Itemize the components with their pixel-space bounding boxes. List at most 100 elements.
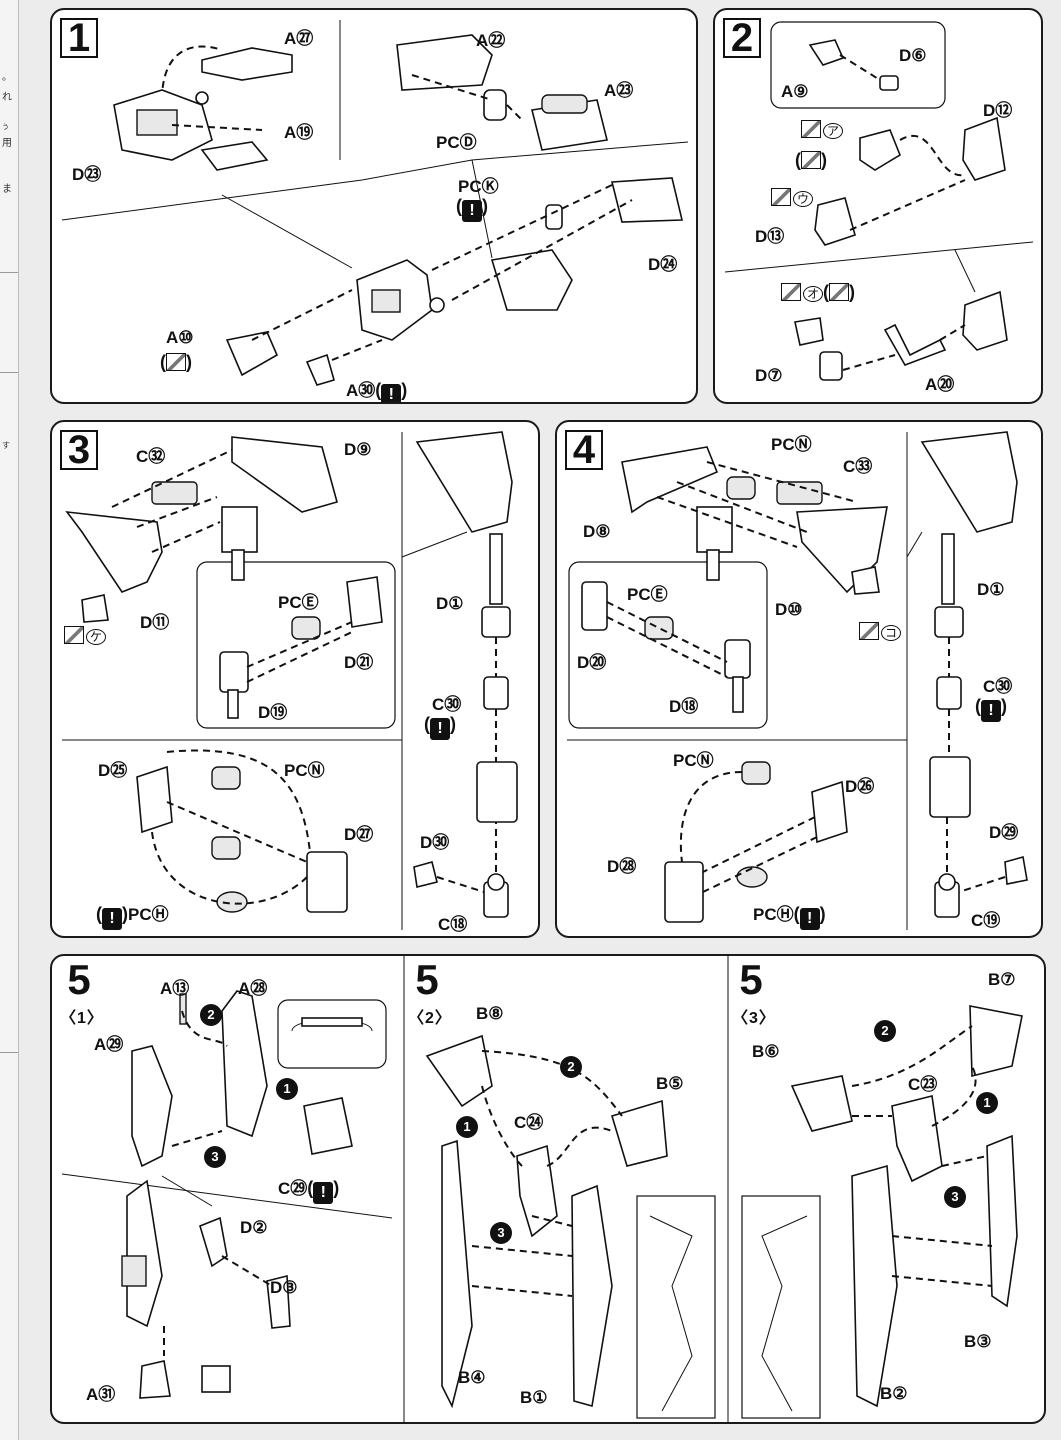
part-label: C㉙(!) [278,1174,339,1204]
order-marker: 3 [490,1222,512,1244]
part-label: D⑪ [140,613,170,632]
exclamation-icon: ! [981,700,1001,722]
part-label: D⑬ [755,227,785,246]
sticker-note: ウ [771,188,814,208]
sidebar-text-fragment: す [2,441,10,450]
warning-note: (!) [424,714,456,740]
part-label: D⑫ [983,101,1013,120]
sidebar-text-fragment: ま [2,184,12,195]
pc-label: PCⒺ [278,593,319,612]
sticker-note: コ [859,622,902,642]
pc-letter: Ⓝ [307,761,325,780]
step-number: 5 [732,959,770,1002]
pc-letter: Ⓗ [151,905,169,924]
part-label: A⑲ [284,123,314,142]
pc-letter: Ⓓ [459,133,477,152]
sticker-note: ケ [64,626,107,646]
part-label: A㉒ [476,31,506,50]
part-label: D⑳ [577,653,607,672]
sidebar-text-fragment: う [2,123,9,131]
part-label: D⑧ [583,522,611,541]
sidebar-text-fragment: 。 [2,72,12,83]
pc-letter: Ⓝ [696,751,714,770]
part-label: A⑨ [781,82,809,101]
part-label: A㉓ [604,81,634,100]
pc-letter: Ⓚ [481,177,499,196]
part-label: D㉙ [989,823,1019,842]
substep-label: 〈1〉 [60,1010,104,1027]
part-label: A⑩ [166,328,194,347]
pc-label: PCⓃ [673,751,714,770]
part-label: D③ [270,1278,298,1297]
left-page-margin: 。 れ う 用 ま す [0,0,19,1440]
step-2-panel: 2 A⑨ D⑥ D⑫ ア () ウ D⑬ オ() D⑦ A⑳ [713,8,1043,404]
pc-label: PCⒽ(!) [753,900,826,930]
part-label: C㉝ [843,457,873,476]
sidebar-text-fragment: 用 [2,138,12,149]
divider [0,1052,18,1053]
part-label: C㉚ [432,695,462,714]
step-1-panel: 1 A㉗ A㉒ A㉓ A⑲ D㉓ PCⒹ [50,8,698,404]
sticker-icon [801,120,821,138]
part-label: D⑱ [669,697,699,716]
part-label: A㉚(!) [346,376,407,402]
order-marker: 2 [874,1020,896,1042]
sticker-icon [771,188,791,206]
divider [0,372,18,373]
divider [0,272,18,273]
part-label: D① [436,594,464,613]
sticker-note: オ() [781,282,855,303]
order-marker: 3 [944,1186,966,1208]
pc-label: PCⒹ [436,133,477,152]
part-label: A⑳ [925,375,955,394]
part-label: D① [977,580,1005,599]
exclamation-icon: ! [381,384,402,402]
order-marker: 2 [560,1056,582,1078]
sticker-note: ア [801,120,844,140]
part-label: B⑧ [476,1004,504,1023]
step-3-panel: 3 [50,420,540,938]
part-label: D㉑ [344,653,374,672]
warning-note: (!) [456,196,488,222]
sticker-icon [64,626,84,644]
sidebar-text-fragment: れ [2,92,12,103]
part-label: C⑲ [971,911,1001,930]
pc-letter: Ⓔ [301,593,319,612]
order-marker: 3 [204,1146,226,1168]
part-label: D㉗ [344,825,374,844]
part-label: D㉚ [420,833,450,852]
exclamation-icon: ! [102,908,122,930]
order-marker: 1 [976,1092,998,1114]
step-number: 3 [60,430,98,470]
sticker-icon [859,622,879,640]
order-marker: 1 [456,1116,478,1138]
warning-note: (!) [975,696,1007,722]
step-number: 1 [60,18,98,58]
part-label: A㉘ [238,979,268,998]
step-number: 5 [60,959,98,1002]
part-label: D⑲ [258,703,288,722]
part-label: C⑱ [438,915,468,934]
pc-label: PCⓃ [284,761,325,780]
step-5-diagram [61,956,1023,1422]
step-number: 2 [723,18,761,58]
step-2-diagram [724,21,1034,381]
part-label: C㉓ [908,1075,938,1094]
part-label: A㉛ [86,1385,116,1404]
part-label: C㉚ [983,677,1013,696]
pc-letter: Ⓗ [776,905,794,924]
part-label: D㉘ [607,857,637,876]
exclamation-icon: ! [430,718,450,740]
pc-label: PCⓃ [771,435,812,454]
order-marker: 2 [200,1004,222,1026]
step-1-diagram [61,20,689,386]
part-label: B③ [964,1332,992,1351]
sticker-icon [781,283,801,301]
part-label: D⑥ [899,46,927,65]
part-label: A㉙ [94,1035,124,1054]
step-number: 5 [408,959,446,1002]
pc-letter: Ⓝ [794,435,812,454]
part-label: B⑦ [988,970,1016,989]
part-label: B② [880,1384,908,1403]
pc-label: PCⒺ [627,585,668,604]
